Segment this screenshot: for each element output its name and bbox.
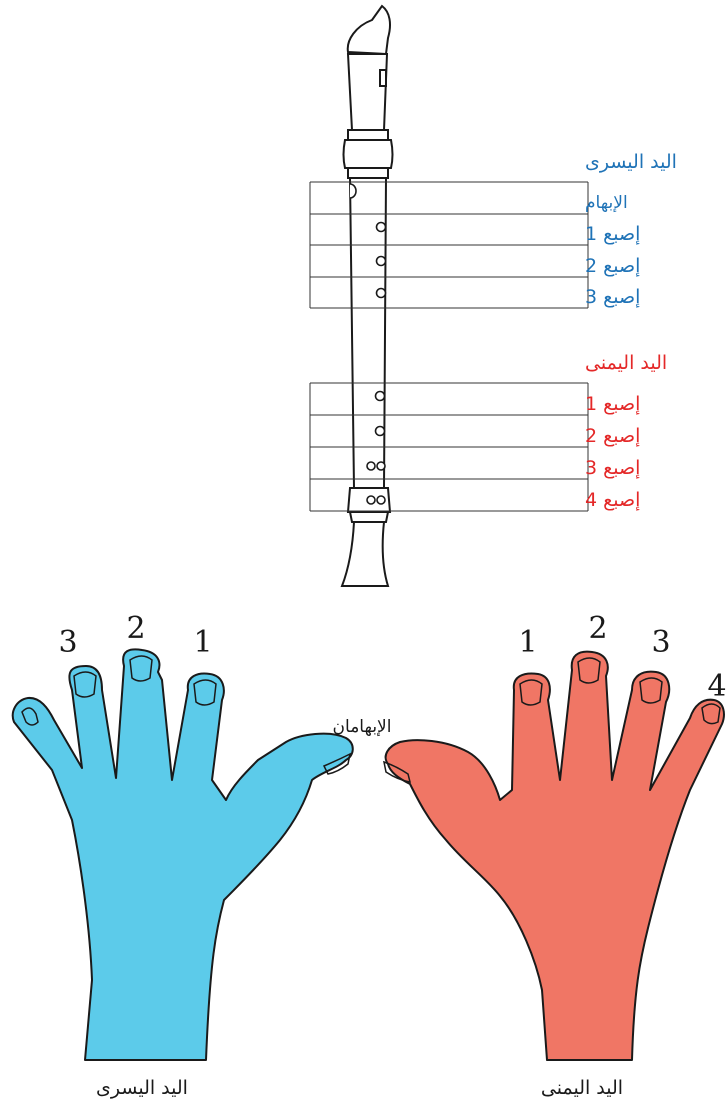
- left-row-finger-2: إصبع 2: [585, 255, 640, 278]
- right-row-finger-3: إصبع 3: [585, 457, 640, 480]
- recorder-ring-lower: [347, 167, 389, 179]
- right-nail-pinky: [701, 703, 721, 725]
- right-nail-index: [519, 679, 543, 706]
- right-row-finger-1: إصبع 1: [585, 393, 640, 416]
- left-row-thumb: الإبهام: [585, 193, 628, 213]
- hole-7a: [366, 495, 376, 505]
- hole-7b: [376, 495, 386, 505]
- left-finger-number-2: 2: [126, 611, 145, 646]
- right-nail-thumb: [383, 760, 412, 783]
- hole-2: [375, 255, 387, 267]
- left-nail-middle: [129, 655, 153, 682]
- right-finger-number-1: 1: [518, 625, 537, 660]
- hole-6a: [366, 461, 376, 471]
- right-row-finger-2: إصبع 2: [585, 425, 640, 448]
- left-finger-numbers: 3 2 1: [58, 611, 212, 660]
- right-hand-heading: اليد اليمنى: [585, 352, 667, 374]
- left-hand-shape: [11, 648, 354, 1061]
- right-finger-number-3: 3: [651, 625, 670, 660]
- left-hand-caption: اليد اليسرى: [96, 1077, 188, 1099]
- left-nail-ring: [73, 671, 97, 698]
- recorder-mouthpiece: [346, 4, 391, 56]
- left-hand: [11, 648, 354, 1061]
- left-finger-number-3: 3: [58, 625, 77, 660]
- left-hand-guide-lines: [309, 181, 589, 309]
- left-row-finger-3: إصبع 3: [585, 286, 640, 309]
- recorder-foot-joint: [348, 511, 390, 523]
- thumbs-label: الإبهامان: [333, 717, 392, 737]
- hole-1: [375, 221, 387, 233]
- recorder-ring-top: [347, 129, 389, 141]
- hole-3: [375, 287, 387, 299]
- recorder-illustration: [340, 4, 394, 587]
- right-hand-labels: اليد اليمنى إصبع 1 إصبع 2 إصبع 3 إصبع 4: [585, 352, 667, 512]
- recorder-window: [379, 69, 387, 87]
- hole-6b: [376, 461, 386, 471]
- right-hand-guide-lines: [309, 382, 589, 512]
- left-finger-number-1: 1: [193, 625, 212, 660]
- right-finger-number-4: 4: [707, 669, 726, 704]
- left-hand-labels: اليد اليسرى الإبهام إصبع 1 إصبع 2 إصبع 3: [585, 151, 677, 309]
- left-row-finger-1: إصبع 1: [585, 223, 640, 246]
- thumb-hole: [349, 183, 357, 199]
- right-row-finger-4: إصبع 4: [585, 489, 640, 512]
- recorder-holes: [349, 183, 387, 505]
- right-hand-shape: [384, 650, 725, 1061]
- right-nail-ring: [639, 677, 663, 704]
- hole-4: [374, 390, 386, 402]
- recorder-ring-middle: [342, 139, 394, 169]
- recorder-bell: [340, 521, 390, 587]
- right-finger-numbers: 1 2 3 4: [518, 611, 726, 704]
- left-nail-index: [193, 679, 217, 706]
- right-hand: [383, 650, 725, 1061]
- left-hand-heading: اليد اليسرى: [585, 151, 677, 173]
- right-nail-middle: [577, 657, 601, 684]
- recorder-head-joint: [346, 53, 389, 131]
- left-nail-pinky: [21, 707, 39, 726]
- right-hand-caption: اليد اليمنى: [541, 1077, 623, 1099]
- hole-5: [374, 425, 386, 437]
- right-finger-number-2: 2: [588, 611, 607, 646]
- left-nail-thumb: [322, 752, 352, 775]
